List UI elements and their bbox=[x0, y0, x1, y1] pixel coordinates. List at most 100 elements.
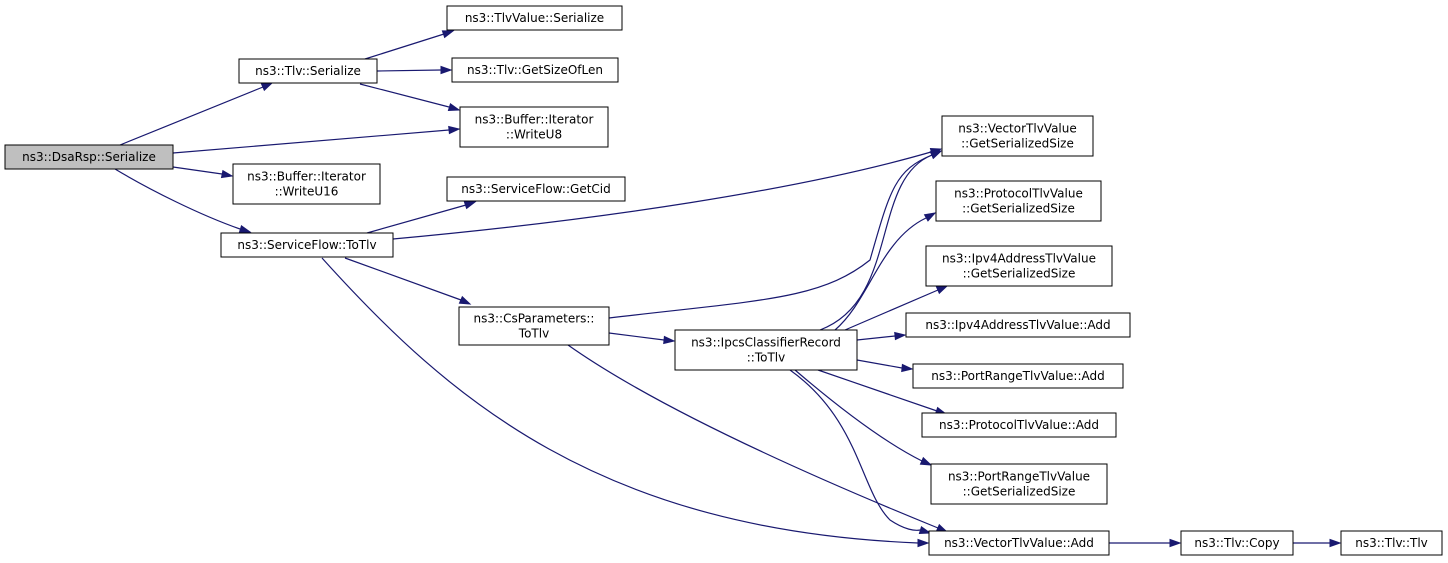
edge-arrowhead bbox=[260, 82, 274, 92]
node-csparameters-totlv[interactable]: ns3::CsParameters::ToTlv bbox=[458, 306, 610, 346]
node-serviceflow-getcid[interactable]: ns3::ServiceFlow::GetCid bbox=[446, 176, 626, 202]
call-graph-edges bbox=[114, 30, 1342, 548]
node-tlv-serialize[interactable]: ns3::Tlv::Serialize bbox=[238, 58, 378, 84]
edge-arrowhead bbox=[929, 150, 943, 160]
node-box[interactable] bbox=[912, 363, 1124, 389]
node-box[interactable] bbox=[1340, 530, 1443, 556]
edge-arrowhead bbox=[894, 331, 907, 341]
edge-arrowhead bbox=[447, 102, 461, 112]
edge-line bbox=[608, 154, 933, 319]
node-label: ns3::Tlv::Copy bbox=[1194, 536, 1279, 550]
edge-csparameters_totlv-to-vectortlvvalue_add bbox=[567, 344, 949, 533]
node-tlv-tlv[interactable]: ns3::Tlv::Tlv bbox=[1340, 530, 1443, 556]
edge-csparameters_totlv-to-vectortlvvalue_getserializedsize bbox=[608, 150, 943, 319]
edge-arrowhead bbox=[663, 335, 676, 345]
node-label: ::WriteU16 bbox=[275, 185, 339, 199]
node-label: ::GetSerializedSize bbox=[962, 202, 1075, 216]
edge-line bbox=[844, 289, 939, 331]
edge-line bbox=[856, 359, 903, 369]
edge-arrowhead bbox=[440, 65, 453, 75]
node-protocoltlvvalue-add[interactable]: ns3::ProtocolTlvValue::Add bbox=[921, 412, 1117, 438]
edge-line bbox=[376, 69, 442, 72]
edge-arrowhead bbox=[463, 201, 477, 210]
node-box[interactable] bbox=[935, 180, 1102, 222]
edge-serviceflow_totlv-to-csparameters_totlv bbox=[344, 257, 472, 305]
node-ipv4addresstlvvalue-getserializedsize[interactable]: ns3::Ipv4AddressTlvValue::GetSerializedS… bbox=[925, 245, 1113, 287]
edge-arrowhead bbox=[919, 456, 933, 466]
edge-ipcsclassifierrecord_totlv-to-portrangetlvvalue_getserializedsize bbox=[794, 369, 933, 466]
node-label: ns3::CsParameters:: bbox=[474, 312, 595, 326]
call-graph-nodes: ns3::DsaRsp::Serialize ns3::Tlv::Serializ… bbox=[4, 5, 1443, 556]
node-box[interactable] bbox=[446, 176, 626, 202]
node-box[interactable] bbox=[4, 144, 174, 170]
edge-line bbox=[172, 166, 223, 175]
node-tlvvalue-serialize[interactable]: ns3::TlvValue::Serialize bbox=[446, 5, 623, 31]
edge-csparameters_totlv-to-ipcsclassifierrecord_totlv bbox=[608, 332, 676, 345]
edge-line bbox=[567, 344, 939, 529]
node-label: ns3::TlvValue::Serialize bbox=[465, 11, 604, 25]
node-label: ns3::Buffer::Iterator bbox=[475, 113, 594, 127]
node-buffer-writeu8[interactable]: ns3::Buffer::Iterator::WriteU8 bbox=[459, 106, 609, 148]
node-label: ns3::Tlv::Tlv bbox=[1355, 536, 1428, 550]
node-label: ns3::Ipv4AddressTlvValue bbox=[942, 252, 1096, 266]
node-label: ToTlv bbox=[518, 327, 549, 341]
node-box[interactable] bbox=[674, 329, 858, 371]
node-buffer-writeu16[interactable]: ns3::Buffer::Iterator::WriteU16 bbox=[232, 163, 381, 205]
node-box[interactable] bbox=[220, 232, 394, 258]
node-vectortlvvalue-add[interactable]: ns3::VectorTlvValue::Add bbox=[928, 530, 1110, 556]
edge-arrowhead bbox=[901, 363, 914, 373]
node-label: ::ToTlv bbox=[747, 351, 785, 365]
node-tlv-copy[interactable]: ns3::Tlv::Copy bbox=[1180, 530, 1294, 556]
edge-ipcsclassifierrecord_totlv-to-portrangetlvvalue_add bbox=[856, 359, 914, 373]
node-label: ns3::Ipv4AddressTlvValue::Add bbox=[925, 318, 1110, 332]
node-serviceflow-totlv[interactable]: ns3::ServiceFlow::ToTlv bbox=[220, 232, 394, 258]
edge-arrowhead bbox=[1169, 538, 1182, 548]
node-box[interactable] bbox=[459, 106, 609, 148]
edge-arrowhead bbox=[238, 224, 252, 234]
node-protocoltlvvalue-getserializedsize[interactable]: ns3::ProtocolTlvValue::GetSerializedSize bbox=[935, 180, 1102, 222]
edge-dsarsp_serialize-to-buffer_writeu16 bbox=[172, 166, 234, 179]
edge-ipcsclassifierrecord_totlv-to-protocoltlvvalue_getserializedsize bbox=[834, 212, 937, 331]
node-box[interactable] bbox=[446, 5, 623, 31]
edge-line bbox=[364, 33, 445, 60]
edge-arrowhead bbox=[917, 538, 930, 548]
node-box[interactable] bbox=[941, 115, 1094, 157]
node-box[interactable] bbox=[451, 57, 619, 83]
node-box[interactable] bbox=[1180, 530, 1294, 556]
node-label: ns3::ProtocolTlvValue::Add bbox=[939, 418, 1099, 432]
node-label: ns3::PortRangeTlvValue bbox=[948, 470, 1090, 484]
edge-line bbox=[789, 369, 921, 531]
node-portrangetlvvalue-add[interactable]: ns3::PortRangeTlvValue::Add bbox=[912, 363, 1124, 389]
edge-arrowhead bbox=[918, 525, 932, 535]
edge-arrowhead bbox=[441, 30, 455, 39]
node-box[interactable] bbox=[905, 312, 1131, 338]
node-tlv-getsizeoflen[interactable]: ns3::Tlv::GetSizeOfLen bbox=[451, 57, 619, 83]
edge-line bbox=[114, 168, 241, 230]
node-label: ns3::Tlv::GetSizeOfLen bbox=[467, 63, 603, 77]
node-label: ns3::DsaRsp::Serialize bbox=[22, 150, 156, 164]
edge-line bbox=[321, 257, 919, 544]
node-portrangetlvvalue-getserializedsize[interactable]: ns3::PortRangeTlvValue::GetSerializedSiz… bbox=[930, 463, 1108, 505]
node-label: ns3::Buffer::Iterator bbox=[247, 170, 366, 184]
node-dsarsp-serialize[interactable]: ns3::DsaRsp::Serialize bbox=[4, 144, 174, 170]
node-box[interactable] bbox=[238, 58, 378, 84]
edge-line bbox=[819, 154, 933, 331]
node-label: ::GetSerializedSize bbox=[963, 485, 1076, 499]
node-label: ns3::Tlv::Serialize bbox=[255, 64, 361, 78]
node-label: ns3::VectorTlvValue::Add bbox=[944, 536, 1094, 550]
node-box[interactable] bbox=[458, 306, 610, 346]
node-box[interactable] bbox=[921, 412, 1117, 438]
edge-serviceflow_totlv-to-vectortlvvalue_add bbox=[321, 257, 930, 548]
node-label: ns3::ProtocolTlvValue bbox=[954, 187, 1083, 201]
node-box[interactable] bbox=[925, 245, 1113, 287]
edge-ipcsclassifierrecord_totlv-to-ipv4addresstlvvalue_add bbox=[856, 331, 907, 341]
edge-line bbox=[172, 129, 450, 154]
node-ipv4addresstlvvalue-add[interactable]: ns3::Ipv4AddressTlvValue::Add bbox=[905, 312, 1131, 338]
node-box[interactable] bbox=[232, 163, 381, 205]
node-box[interactable] bbox=[930, 463, 1108, 505]
node-vectortlvvalue-getserializedsize[interactable]: ns3::VectorTlvValue::GetSerializedSize bbox=[941, 115, 1094, 157]
edge-line bbox=[344, 257, 462, 301]
node-ipcsclassifierrecord-totlv[interactable]: ns3::IpcsClassifierRecord::ToTlv bbox=[674, 329, 858, 371]
node-box[interactable] bbox=[928, 530, 1110, 556]
edge-arrowhead bbox=[923, 212, 937, 222]
